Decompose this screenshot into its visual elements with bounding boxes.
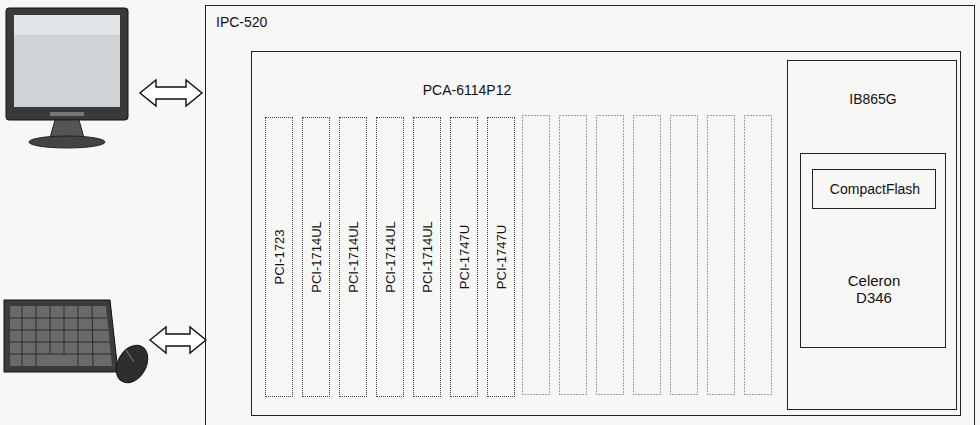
- module-box: PCA-6114P12PCI-1723 PCI-1714UL PCI-1714UL P…: [251, 51, 961, 416]
- expansion-card: PCI-1747U: [450, 117, 478, 397]
- module-box: CompactFlash: [812, 169, 936, 209]
- empty-slot: [708, 116, 735, 395]
- box-label: IB865G: [849, 91, 896, 107]
- card-label: PCI-1714UL: [420, 221, 435, 293]
- double-arrow: [140, 80, 202, 106]
- empty-slot: [745, 116, 772, 395]
- empty-slot: [671, 116, 698, 395]
- empty-slot: [634, 116, 661, 395]
- module-box: IPC-520PCA-6114P12PCI-1723 PCI-1714UL PCI-…: [205, 5, 975, 425]
- box-label: PCA-6114P12: [423, 82, 511, 98]
- expansion-card: PCI-1714UL: [302, 117, 330, 397]
- expansion-card: PCI-1747U: [487, 117, 515, 397]
- card-label: PCI-1723: [272, 230, 287, 285]
- box-label: IPC-520: [216, 14, 267, 30]
- expansion-card: PCI-1714UL: [413, 117, 441, 397]
- expansion-card: PCI-1723: [265, 117, 293, 397]
- card-label: PCI-1747U: [494, 225, 509, 289]
- empty-slot: [560, 116, 587, 395]
- card-label: PCI-1714UL: [383, 221, 398, 293]
- box-label: Celeron D346: [829, 272, 919, 307]
- box-label: CompactFlash: [830, 181, 920, 197]
- card-label: PCI-1714UL: [309, 221, 324, 293]
- empty-slot: [523, 116, 550, 395]
- keyboard-illustration: [4, 300, 118, 372]
- expansion-card: PCI-1714UL: [339, 117, 367, 397]
- empty-slot: [597, 116, 624, 395]
- module-box: Celeron D346 CompactFlash: [800, 153, 946, 348]
- double-arrow: [150, 327, 206, 353]
- mouse-illustration: [110, 340, 154, 389]
- monitor-illustration: [6, 8, 128, 148]
- module-box: IB865G Celeron D346 CompactFlash: [787, 60, 957, 410]
- expansion-card: PCI-1714UL: [376, 117, 404, 397]
- card-label: PCI-1714UL: [346, 221, 361, 293]
- card-label: PCI-1747U: [457, 225, 472, 289]
